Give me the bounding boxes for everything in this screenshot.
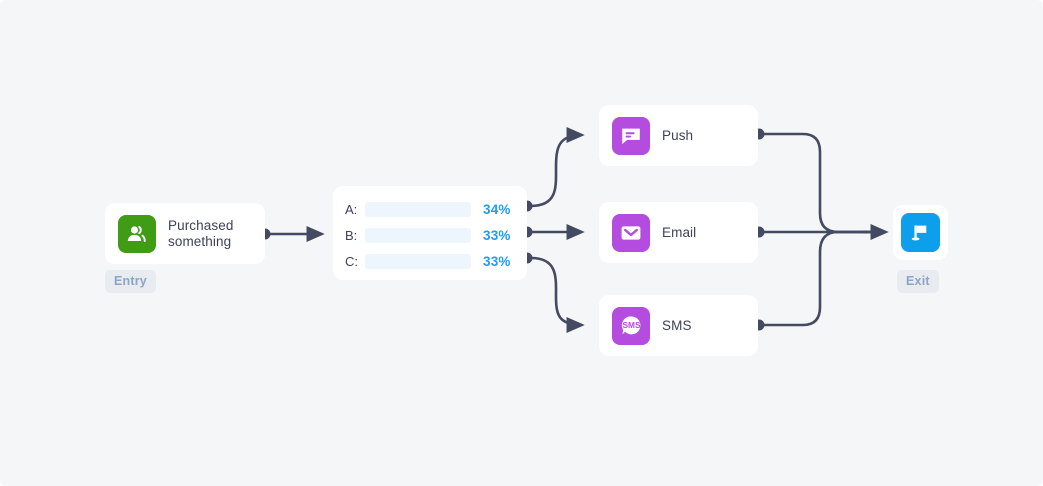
- edge-sms-to-exit: [753, 230, 880, 331]
- node-push[interactable]: Push: [599, 105, 758, 166]
- node-entry[interactable]: Purchased something: [105, 203, 265, 264]
- flag-icon: [901, 213, 940, 252]
- node-exit[interactable]: [893, 205, 948, 260]
- chat-bubble-icon: [612, 116, 650, 155]
- split-row[interactable]: B: 33%: [333, 224, 527, 246]
- split-variant-percent: 33%: [483, 253, 511, 269]
- node-entry-label: Purchased something: [168, 218, 233, 250]
- split-row[interactable]: A: 34%: [333, 198, 527, 220]
- node-email[interactable]: Email: [599, 202, 758, 263]
- edge-split-b-to-email: [521, 223, 585, 241]
- entry-badge: Entry: [105, 270, 156, 293]
- split-variant-bar: [365, 227, 471, 243]
- entry-label-line2: something: [168, 233, 232, 249]
- split-variant-bar: [365, 253, 471, 269]
- split-row[interactable]: C: 33%: [333, 250, 527, 272]
- edge-split-c-to-sms: [521, 252, 585, 334]
- node-sms[interactable]: SMS SMS: [599, 295, 758, 356]
- split-variant-key: C:: [345, 253, 358, 269]
- edge-split-a-to-push: [521, 127, 585, 212]
- node-push-label: Push: [662, 127, 694, 143]
- sms-bubble-icon: SMS: [612, 306, 650, 345]
- envelope-icon: [612, 213, 650, 252]
- node-sms-label: SMS: [662, 317, 692, 333]
- people-icon: [118, 214, 156, 253]
- node-email-label: Email: [662, 224, 697, 240]
- edge-push-to-exit: [753, 128, 880, 234]
- edge-entry-to-split: [259, 225, 325, 243]
- split-variant-bar: [365, 201, 471, 217]
- split-variant-percent: 33%: [483, 227, 511, 243]
- node-split-variants[interactable]: A: 34% B: 33% C: 33%: [333, 186, 527, 280]
- edge-email-to-exit: [753, 226, 880, 238]
- svg-text:SMS: SMS: [622, 320, 640, 330]
- split-variant-percent: 34%: [483, 201, 511, 217]
- split-variant-key: A:: [345, 201, 358, 217]
- split-variant-key: B:: [345, 227, 358, 243]
- entry-label-line1: Purchased: [168, 217, 234, 233]
- exit-badge: Exit: [897, 270, 939, 293]
